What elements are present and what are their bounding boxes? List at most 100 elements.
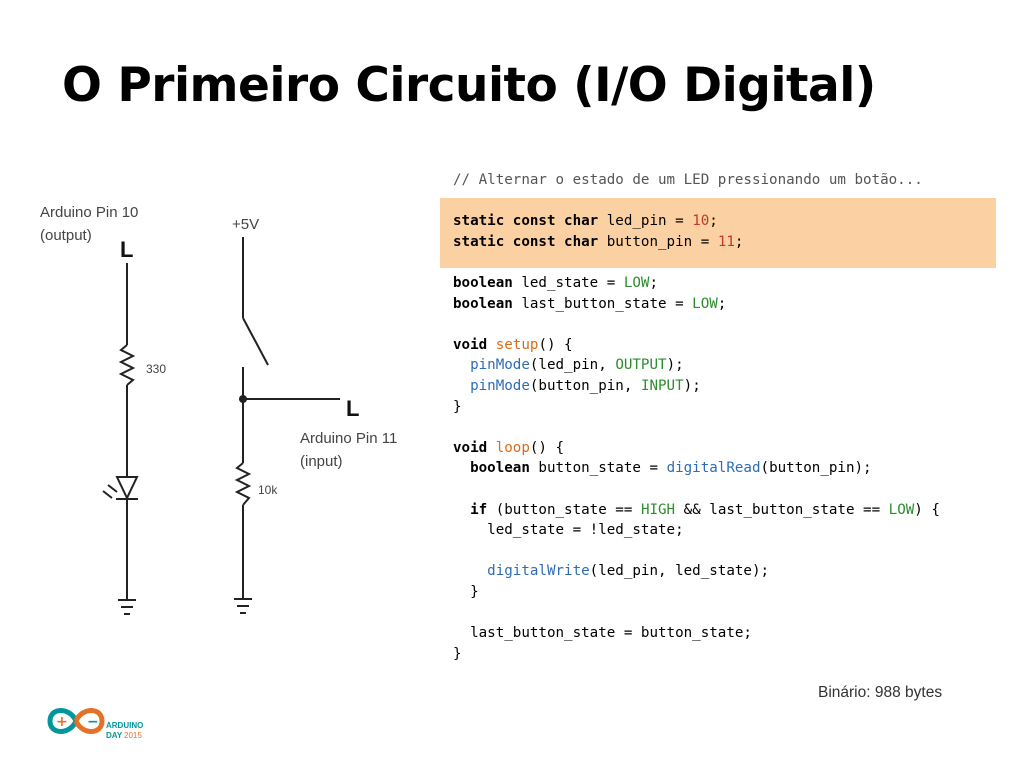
led-light-arrow-1 [107, 484, 118, 493]
code-number: 11 [717, 233, 735, 250]
code-constant: OUTPUT [615, 357, 667, 374]
code-text: (button_pin); [760, 460, 872, 477]
logo-infinity-right [73, 708, 105, 734]
code-line-blank [440, 252, 996, 273]
button-pin-label: Arduino Pin 11 [300, 430, 397, 447]
logo-year-text: 2015 [124, 731, 142, 740]
code-builtin-function: digitalWrite [487, 563, 590, 580]
code-constant: LOW [692, 295, 718, 312]
code-keyword: static const char [453, 213, 599, 230]
binary-size-label: Binário: 988 bytes [818, 684, 943, 701]
code-line-18: led_state = !led_state; [440, 520, 996, 541]
button-pin-mode-label: (input) [300, 453, 343, 470]
code-builtin-function: digitalRead [666, 460, 761, 477]
code-highlight-band [440, 198, 996, 268]
code-number: 10 [692, 213, 710, 230]
code-line-blank [440, 541, 996, 562]
code-text: ; [717, 295, 727, 312]
button-switch-symbol [242, 317, 269, 366]
circuit-diagram: Arduino Pin 10 (output) L +5V L Arduino … [40, 204, 397, 615]
code-keyword: static const char [453, 233, 599, 250]
code-text: last_button_state = button_state; [453, 625, 752, 642]
code-line-12: } [440, 397, 996, 418]
code-line-9: void setup() { [440, 335, 996, 356]
resistor-pulldown-value: 10k [258, 483, 278, 497]
logo-day-text: DAY [106, 731, 123, 740]
slide-title: O Primeiro Circuito (I/O Digital) [62, 58, 876, 113]
code-line-10: pinMode(led_pin, OUTPUT); [440, 355, 996, 376]
code-text: ); [666, 357, 684, 374]
logo-plus-icon: + [56, 714, 68, 730]
code-line-15: boolean button_state = digitalRead(butto… [440, 458, 996, 479]
code-listing: // Alternar o estado de um LED pressiona… [440, 170, 996, 664]
code-line-6: boolean led_state = LOW; [440, 273, 996, 294]
logo-minus-icon: − [87, 714, 99, 730]
code-constant: INPUT [640, 377, 684, 394]
led-diode-symbol [115, 476, 139, 501]
code-builtin-function: pinMode [470, 357, 530, 374]
led-pin-label: Arduino Pin 10 [40, 204, 138, 221]
code-text: ) { [914, 501, 940, 518]
pulldown-resistor-symbol [234, 462, 252, 506]
vcc-label: +5V [232, 216, 259, 233]
code-line-blank [440, 479, 996, 500]
code-text: button_pin = [598, 233, 718, 250]
code-line-4: static const char button_pin = 11; [440, 232, 996, 253]
code-indent [453, 460, 470, 476]
led-resistor-symbol [118, 344, 136, 386]
code-text: button_state = [529, 460, 667, 477]
logo-infinity-left [47, 708, 79, 734]
code-text: ; [734, 233, 744, 250]
button-level-label: L [346, 396, 359, 421]
code-line-20: digitalWrite(led_pin, led_state); [440, 561, 996, 582]
code-keyword: if [470, 501, 488, 518]
code-indent [453, 378, 470, 394]
code-text: led_state = !led_state; [453, 522, 684, 539]
code-keyword: void [453, 439, 488, 456]
code-line-blank [440, 191, 996, 212]
code-function-name: loop [495, 439, 530, 456]
code-constant: LOW [888, 501, 915, 518]
code-constant: LOW [623, 274, 650, 291]
code-keyword: boolean [470, 460, 530, 477]
code-line-blank [440, 602, 996, 623]
led-light-arrow-2 [102, 490, 113, 499]
code-line-blank [440, 417, 996, 438]
code-line-24: } [440, 644, 996, 665]
code-text: ); [683, 377, 701, 394]
code-line-21: } [440, 582, 996, 603]
code-comment: // Alternar o estado de um LED pressiona… [453, 172, 923, 188]
code-line-17: if (button_state == HIGH && last_button_… [440, 500, 996, 521]
code-line-3: static const char led_pin = 10; [440, 211, 996, 232]
code-function-name: setup [495, 336, 539, 353]
led-level-label: L [120, 237, 133, 262]
code-text: } [453, 398, 462, 415]
code-line-11: pinMode(button_pin, INPUT); [440, 376, 996, 397]
code-line-7: boolean last_button_state = LOW; [440, 294, 996, 315]
code-line-1: // Alternar o estado de um LED pressiona… [440, 170, 996, 191]
code-text: () { [538, 336, 573, 353]
code-text: } [453, 645, 462, 662]
code-text: (button_pin, [529, 377, 641, 394]
code-indent [453, 563, 487, 579]
code-constant: HIGH [640, 501, 676, 518]
code-line-14: void loop() { [440, 438, 996, 459]
code-keyword: boolean [453, 295, 513, 312]
code-text: && last_button_state == [675, 501, 889, 518]
logo-arduino-text: ARDUINO [106, 721, 143, 730]
code-builtin-function: pinMode [470, 377, 530, 394]
code-line-blank [440, 314, 996, 335]
code-text: last_button_state = [512, 295, 693, 312]
code-text: led_state = [512, 274, 624, 291]
code-text: led_pin = [598, 213, 693, 230]
code-indent [453, 502, 470, 518]
code-line-23: last_button_state = button_state; [440, 623, 996, 644]
code-text: ; [649, 274, 659, 291]
code-text: (led_pin, led_state); [589, 563, 770, 580]
code-keyword: boolean [453, 274, 513, 291]
code-text: ; [709, 213, 718, 230]
resistor-led-value: 330 [146, 362, 166, 376]
code-text: (button_state == [487, 501, 641, 518]
code-text: (led_pin, [529, 357, 616, 374]
code-text: () { [529, 439, 565, 456]
